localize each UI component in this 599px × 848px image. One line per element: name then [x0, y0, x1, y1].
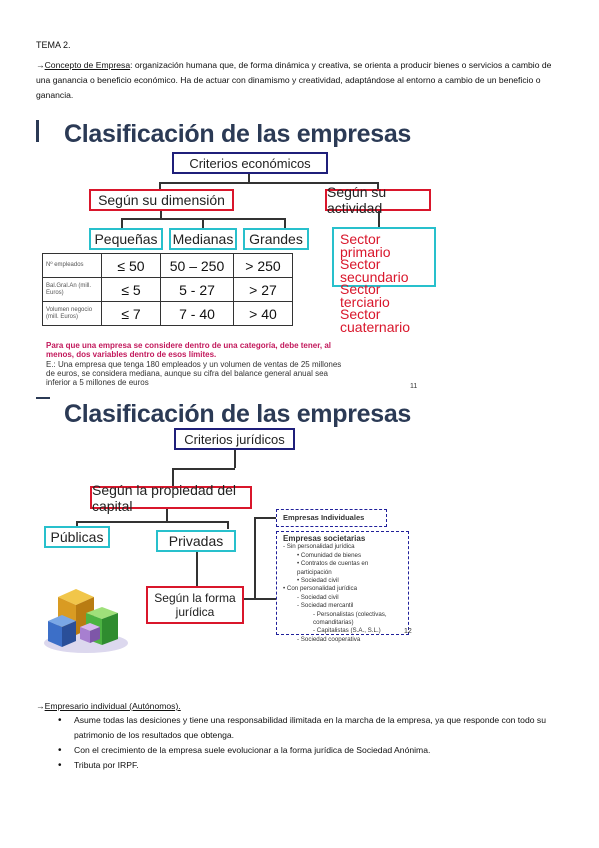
slide-title: Clasificación de las empresas: [64, 120, 412, 148]
table-cell: > 40: [233, 301, 293, 326]
intro-text: : organización humana que, de forma diná…: [36, 60, 552, 100]
table-cell: > 250: [233, 253, 293, 278]
private-box: Privadas: [156, 530, 236, 552]
societal-item: • Contratos de cuentas en participación: [297, 560, 369, 576]
arrow-glyph: →: [36, 701, 45, 711]
slide-economic-criteria: Clasificación de las empresas Criterios …: [36, 110, 564, 395]
connector: [159, 182, 378, 184]
table-row: Nº empleados ≤ 50 50 – 250 > 250: [42, 253, 293, 278]
section-title-text: Empresario individual (Autónomos).: [44, 701, 181, 711]
table-row: Volumen negocio (mill. Euros) ≤ 7 7 - 40…: [42, 301, 293, 326]
sector-list: Sector primario Sector secundario Sector…: [332, 227, 436, 334]
criteria-box: Criterios económicos: [172, 152, 328, 174]
societal-title: Empresas societarias: [283, 534, 366, 543]
connector: [284, 218, 286, 228]
societal-item: - Sin personalidad jurídica: [283, 543, 355, 551]
legal-form-box: Según la forma jurídica: [146, 586, 244, 624]
sector-item: Sector terciario: [340, 281, 390, 310]
societal-item: - Sociedad civil: [297, 593, 339, 601]
slide-page-number: 11: [410, 383, 418, 390]
societal-item: - Sociedad cooperativa: [297, 635, 361, 643]
table-cell: 5 - 27: [160, 277, 234, 302]
societal-item: • Sociedad civil: [297, 577, 339, 585]
connector: [234, 450, 236, 468]
ownership-box: Según la propiedad del capital: [90, 482, 252, 514]
size-criteria-table: Nº empleados ≤ 50 50 – 250 > 250 Bal.Gra…: [42, 253, 293, 326]
connector: [244, 598, 276, 600]
dimension-box: Según su dimensión: [89, 189, 234, 211]
connector: [76, 521, 78, 529]
societal-item: - Personalistas (colectivas, comanditari…: [313, 610, 387, 627]
connector: [159, 182, 161, 189]
connector: [202, 218, 204, 228]
boxes-illustration-icon: [44, 589, 128, 653]
connector: [172, 468, 174, 486]
societal-item: - Capitalistas (S.A., S.L.): [313, 627, 381, 635]
connector: [248, 174, 250, 182]
section-title: →Empresario individual (Autónomos).: [36, 699, 181, 714]
public-box: Públicas: [44, 526, 110, 548]
table-cell: 7 - 40: [160, 301, 234, 326]
list-item: Con el crecimiento de la empresa suele e…: [58, 743, 568, 758]
connector: [377, 182, 379, 189]
table-cell: ≤ 50: [101, 253, 161, 278]
row-label: Bal.Gral.An (mill. Euros): [42, 277, 102, 302]
connector: [160, 211, 162, 218]
slide-legal-criteria: Clasificación de las empresas Criterios …: [36, 397, 564, 669]
societal-box: Empresas societarias - Sin personalidad …: [276, 531, 409, 643]
size-medium-box: Medianas: [169, 228, 237, 250]
slide-accent-bar: [36, 120, 39, 142]
connector: [378, 211, 380, 227]
connector: [196, 552, 198, 586]
intro-term: Concepto de Empresa: [44, 60, 131, 70]
slide-page-number: 12: [404, 628, 412, 635]
row-label: Nº empleados: [42, 253, 102, 278]
table-cell: ≤ 7: [101, 301, 161, 326]
page-heading: TEMA 2.: [36, 40, 71, 50]
size-large-box: Grandes: [243, 228, 309, 250]
connector: [76, 521, 228, 523]
individual-label: Empresas Individuales: [283, 513, 365, 522]
category-note: Para que una empresa se considere dentro…: [46, 341, 331, 359]
societal-item: - Sociedad mercantil: [297, 602, 354, 610]
slide-title: Clasificación de las empresas: [64, 400, 412, 428]
table-cell: ≤ 5: [101, 277, 161, 302]
individual-box: Empresas Individuales: [276, 509, 387, 527]
societal-item: • Comunidad de bienes: [297, 551, 362, 559]
sector-item: Sector secundario: [340, 256, 409, 285]
criteria-box: Criterios jurídicos: [174, 428, 295, 450]
societal-item: • Con personalidad jurídica: [283, 585, 358, 593]
connector: [227, 521, 229, 529]
connector: [121, 218, 123, 228]
connector: [254, 517, 276, 519]
connector: [166, 509, 168, 521]
sector-item: Sector cuaternario: [340, 306, 411, 335]
bullet-list: Asume todas las desiciones y tiene una r…: [58, 713, 568, 773]
table-cell: 50 – 250: [160, 253, 234, 278]
slide-accent-bar: [36, 397, 50, 399]
arrow-glyph: →: [36, 60, 45, 70]
list-item: Tributa por IRPF.: [58, 758, 568, 773]
example-note: E.: Una empresa que tenga 180 empleados …: [46, 360, 342, 387]
table-cell: > 27: [233, 277, 293, 302]
row-label: Volumen negocio (mill. Euros): [42, 301, 102, 326]
list-item: Asume todas las desiciones y tiene una r…: [58, 713, 568, 743]
activity-box: Según su actividad: [325, 184, 431, 216]
size-small-box: Pequeñas: [89, 228, 163, 250]
table-row: Bal.Gral.An (mill. Euros) ≤ 5 5 - 27 > 2…: [42, 277, 293, 302]
sector-item: Sector primario: [340, 231, 391, 260]
connector: [172, 468, 235, 470]
connector: [254, 517, 256, 599]
intro-paragraph: →Concepto de Empresa: organización human…: [36, 58, 566, 103]
